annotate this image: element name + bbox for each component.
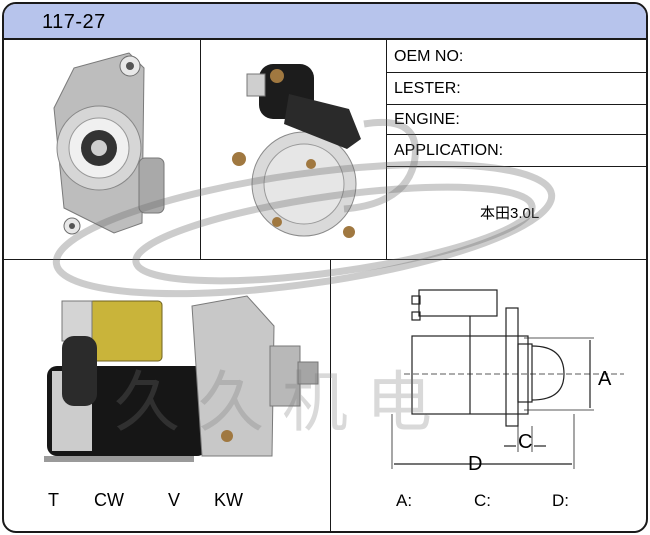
- grid-divider-middle: [4, 259, 646, 260]
- watermark-text: 久久机电: [114, 364, 450, 441]
- diagram-label-a: A: [598, 368, 612, 390]
- grid-divider-photo-2: [386, 40, 387, 260]
- code-cw: CW: [94, 490, 124, 510]
- code-v: V: [168, 490, 181, 510]
- spec-row-line-4: [386, 166, 646, 167]
- oem-no-label: OEM NO:: [394, 48, 464, 65]
- grid-divider-photo-1: [200, 40, 201, 260]
- dimension-a-label: A:: [396, 491, 413, 510]
- starter-rear-photo: [232, 64, 361, 238]
- dimension-diagram: A C D: [391, 289, 624, 475]
- lester-label: LESTER:: [394, 80, 461, 97]
- grid-divider-bottom: [330, 260, 331, 531]
- diagram-label-d: D: [468, 453, 482, 475]
- starter-front-photo: [53, 52, 165, 235]
- header-bar: 117-27: [4, 4, 646, 40]
- engine-label: ENGINE:: [394, 111, 460, 128]
- spec-row-line-2: [386, 104, 646, 105]
- application-note: 本田3.0L: [480, 205, 540, 222]
- dimension-c-label: C:: [474, 491, 491, 510]
- code-t: T: [48, 490, 59, 510]
- spec-row-line-1: [386, 72, 646, 73]
- part-number: 117-27: [42, 11, 106, 33]
- spec-row-line-3: [386, 134, 646, 135]
- starter-side-photo: [44, 295, 319, 462]
- code-kw: KW: [214, 490, 243, 510]
- dimension-d-label: D:: [552, 491, 569, 510]
- application-label: APPLICATION:: [394, 142, 504, 159]
- diagram-label-c: C: [518, 431, 532, 453]
